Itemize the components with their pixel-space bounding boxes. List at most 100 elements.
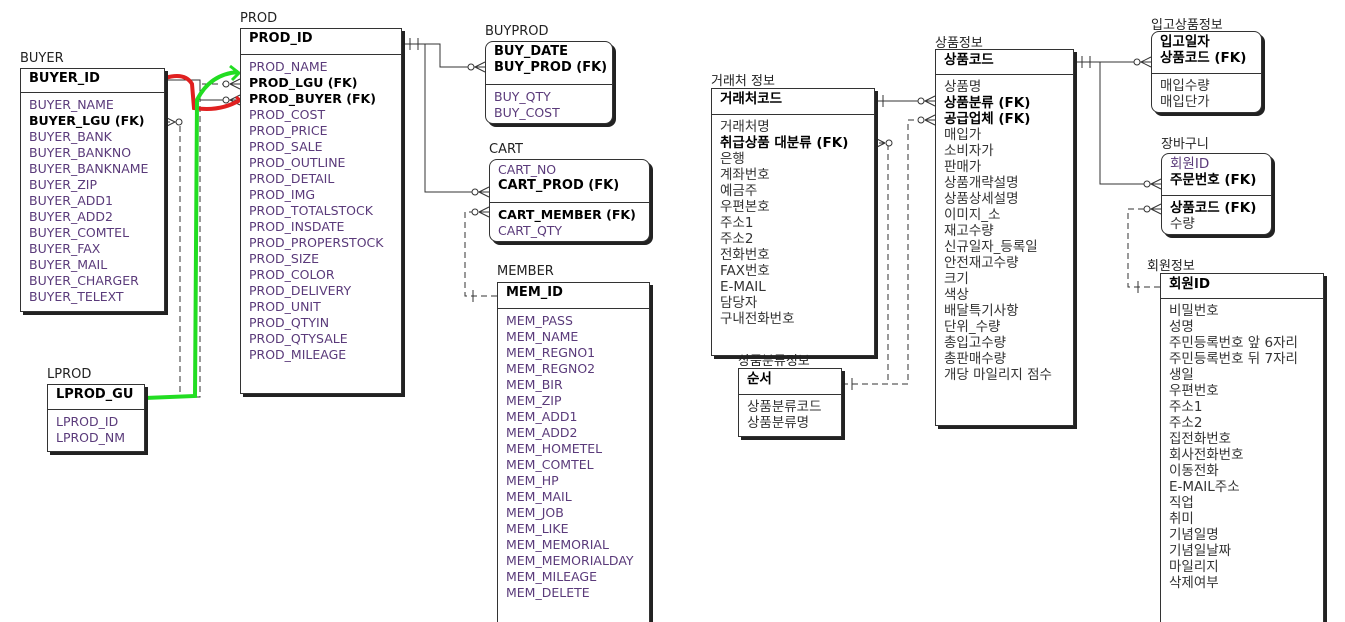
memberinfo-attr-13: 취미 xyxy=(1169,511,1194,527)
incoming-key-0: 입고일자 xyxy=(1160,34,1210,50)
lprod-attr-1: LPROD_NM xyxy=(56,430,126,445)
member-attr-17: MEM_DELETE xyxy=(506,585,590,600)
prod-attr-10: PROD_INSDATE xyxy=(249,219,345,234)
product-basket-optional-circle xyxy=(1143,180,1151,188)
product-attr-4: 소비자가 xyxy=(944,143,994,159)
basket-key-1: 주문번호 (FK) xyxy=(1170,172,1257,188)
vendor-attr-0: 거래처명 xyxy=(720,119,770,135)
prod-attr-7: PROD_DETAIL xyxy=(249,171,335,186)
member-attr-3: MEM_REGNO2 xyxy=(506,361,596,376)
buyer-attr-7: BUYER_ADD2 xyxy=(29,209,113,224)
basket-attr-1: 수량 xyxy=(1170,216,1195,232)
member-attr-8: MEM_HOMETEL xyxy=(506,441,603,456)
basket-key-0: 회원ID xyxy=(1170,156,1210,172)
memberinfo-key-section: 회원ID xyxy=(1161,274,1323,299)
product-entity-title: 상품정보 xyxy=(935,36,983,51)
member-attr-9: MEM_COMTEL xyxy=(506,457,594,472)
red-annotation-stroke xyxy=(164,74,242,111)
member-attr-11: MEM_MAIL xyxy=(506,489,572,504)
vendor-product-crowfoot xyxy=(924,95,936,107)
product-attr-12: 크기 xyxy=(944,271,969,287)
buyer-attr-2: BUYER_BANK xyxy=(29,129,112,144)
prod-attr-14: PROD_DELIVERY xyxy=(249,283,352,298)
prod-cart-crowfoot xyxy=(478,186,490,198)
member-key-0: MEM_ID xyxy=(506,285,563,300)
member-cart-line xyxy=(464,211,497,297)
vendor-attr-10: E-MAIL xyxy=(720,279,766,295)
product-incoming-optional-circle xyxy=(1133,58,1141,66)
product-attr-2: 공급업체 (FK) xyxy=(944,111,1031,127)
buyprod-attr-1: BUY_COST xyxy=(494,105,560,120)
prod-buyprod-line xyxy=(402,43,485,68)
prod-attr-15: PROD_UNIT xyxy=(249,299,321,314)
incoming-entity-title: 입고상품정보 xyxy=(1151,18,1223,33)
member-cart-crowfoot xyxy=(478,206,490,218)
lprod-attr-0: LPROD_ID xyxy=(56,414,119,429)
memberinfo-attr-6: 주소1 xyxy=(1169,399,1203,415)
member-attr-2: MEM_REGNO1 xyxy=(506,345,596,360)
product-attr-14: 배달특기사항 xyxy=(944,303,1019,319)
memberinfo-attr-9: 회사전화번호 xyxy=(1169,447,1244,463)
memberinfo-attr-7: 주소2 xyxy=(1169,415,1203,431)
category-entity-title: 상품분류정보 xyxy=(738,354,810,369)
memberinfo-attr-1: 성명 xyxy=(1169,319,1194,335)
member-cart-optional-circle xyxy=(471,208,479,216)
incoming-key-1: 상품코드 (FK) xyxy=(1160,50,1247,66)
vendor-attr-9: FAX번호 xyxy=(720,263,770,279)
memberinfo-attr-10: 이동전화 xyxy=(1169,463,1219,479)
buyer-attr-12: BUYER_TELEXT xyxy=(29,289,124,304)
prod-buyprod-crowfoot xyxy=(474,61,486,73)
product-attr-18: 개당 마일리지 점수 xyxy=(944,367,1052,383)
product-attr-9: 재고수량 xyxy=(944,223,994,239)
category-product-optional-circle xyxy=(917,116,925,124)
buyer-key-section: BUYER_ID xyxy=(21,69,164,93)
prod-attr-13: PROD_COLOR xyxy=(249,267,335,282)
product-attr-6: 상품개략설명 xyxy=(944,175,1019,191)
buyer-entity-title: BUYER xyxy=(20,51,64,66)
vendor-attr-11: 담당자 xyxy=(720,295,758,311)
member-attr-0: MEM_PASS xyxy=(506,313,573,328)
buyer-prod-optional-circle xyxy=(222,96,230,104)
basket-entity-title: 장바구니 xyxy=(1161,137,1209,152)
product-key-0: 상품코드 xyxy=(944,52,994,68)
product-attr-10: 신규일자_등록일 xyxy=(944,239,1038,255)
memberinfo-attr-8: 집전화번호 xyxy=(1169,431,1232,447)
vendor-attr-8: 전화번호 xyxy=(720,247,770,263)
buyer-attr-8: BUYER_COMTEL xyxy=(29,225,130,240)
cart-entity-title: CART xyxy=(489,142,523,157)
buyprod-key-0: BUY_DATE xyxy=(494,44,568,59)
green-annotation-arrowhead xyxy=(229,64,242,82)
memberinfo-attr-16: 마일리지 xyxy=(1169,559,1219,575)
vendor-key-section: 거래처코드 xyxy=(712,89,874,115)
memberinfo-attr-4: 생일 xyxy=(1169,367,1194,383)
prod-attr-5: PROD_SALE xyxy=(249,139,323,154)
